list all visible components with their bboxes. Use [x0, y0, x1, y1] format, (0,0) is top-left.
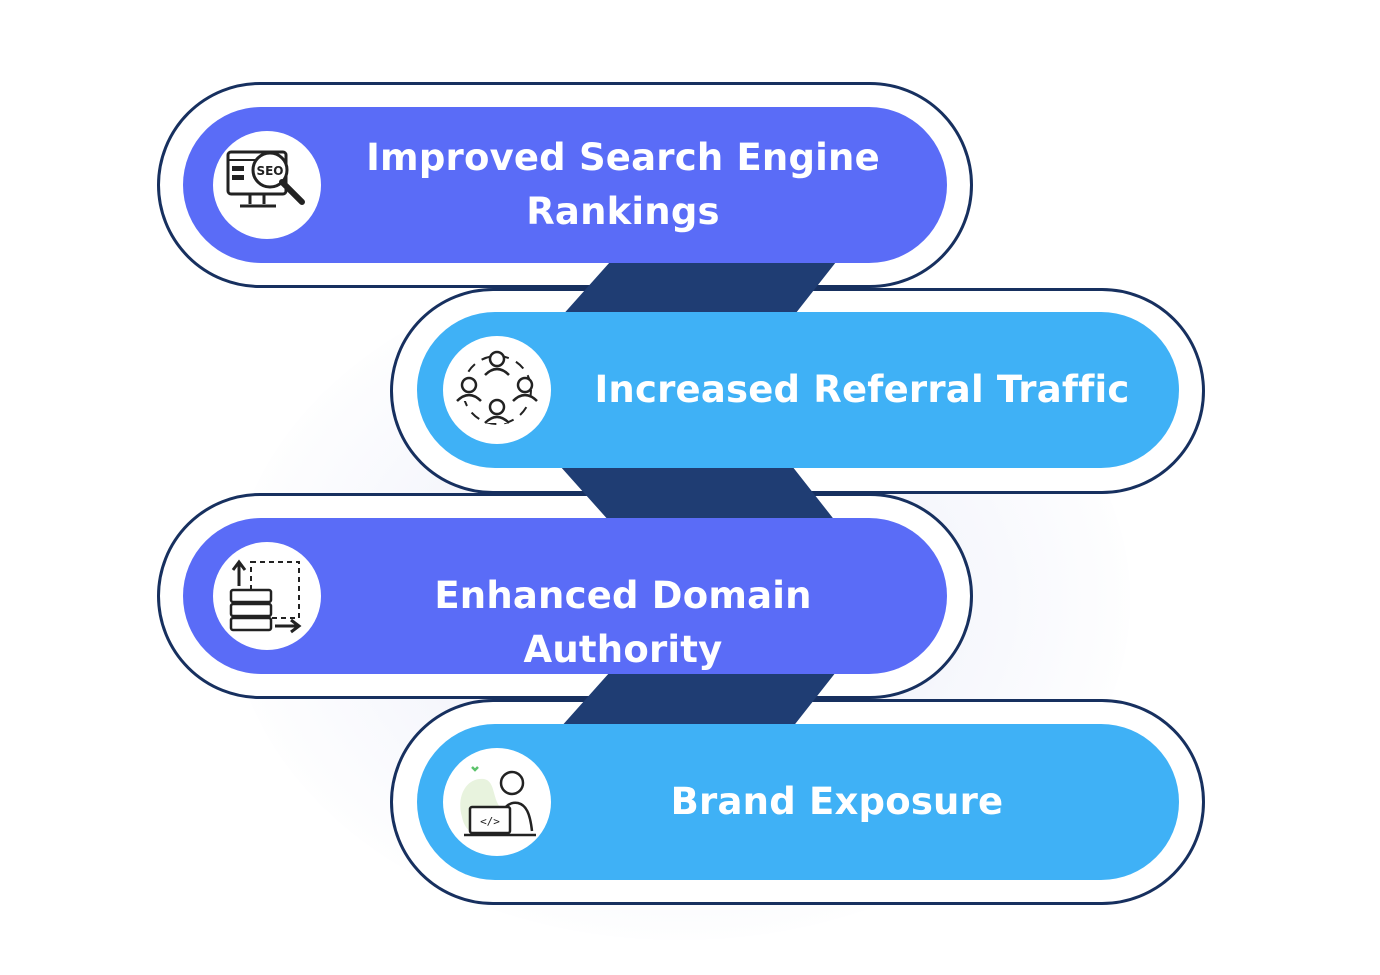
connector-1-2-front: [560, 262, 836, 318]
connector-2-3-front: [560, 466, 836, 522]
developer-laptop-glyph: </>: [460, 766, 536, 837]
server-hierarchy-glyph: [229, 559, 302, 634]
benefit-pill-1: SEO Improved Search Engine Rankings: [183, 107, 947, 263]
benefit-label-2: Increased Referral Traffic: [594, 368, 1130, 411]
benefit-pill-3: Enhanced Domain Authority: [183, 518, 947, 674]
benefit-label-4: Brand Exposure: [670, 780, 1004, 823]
svg-text:SEO: SEO: [256, 164, 283, 178]
benefit-label-1-line1: Improved Search Engine: [366, 136, 880, 179]
benefit-pill-4: </> Brand Exposure: [417, 724, 1179, 880]
benefit-pill-2: Increased Referral Traffic: [417, 312, 1179, 468]
connector-3-4-front: [560, 672, 836, 728]
benefit-label-1-line2: Rankings: [526, 190, 720, 233]
svg-text:</>: </>: [480, 815, 500, 828]
server-hierarchy-icon: [213, 542, 321, 650]
developer-laptop-icon: </>: [443, 748, 551, 856]
benefit-label-3: Enhanced Domain Authority: [434, 574, 812, 671]
seo-monitor-glyph: SEO: [226, 150, 305, 208]
seo-monitor-icon: SEO: [213, 131, 321, 239]
benefit-label-1: Improved Search Engine Rankings: [343, 131, 903, 239]
people-network-glyph: [456, 350, 538, 425]
people-network-icon: [443, 336, 551, 444]
